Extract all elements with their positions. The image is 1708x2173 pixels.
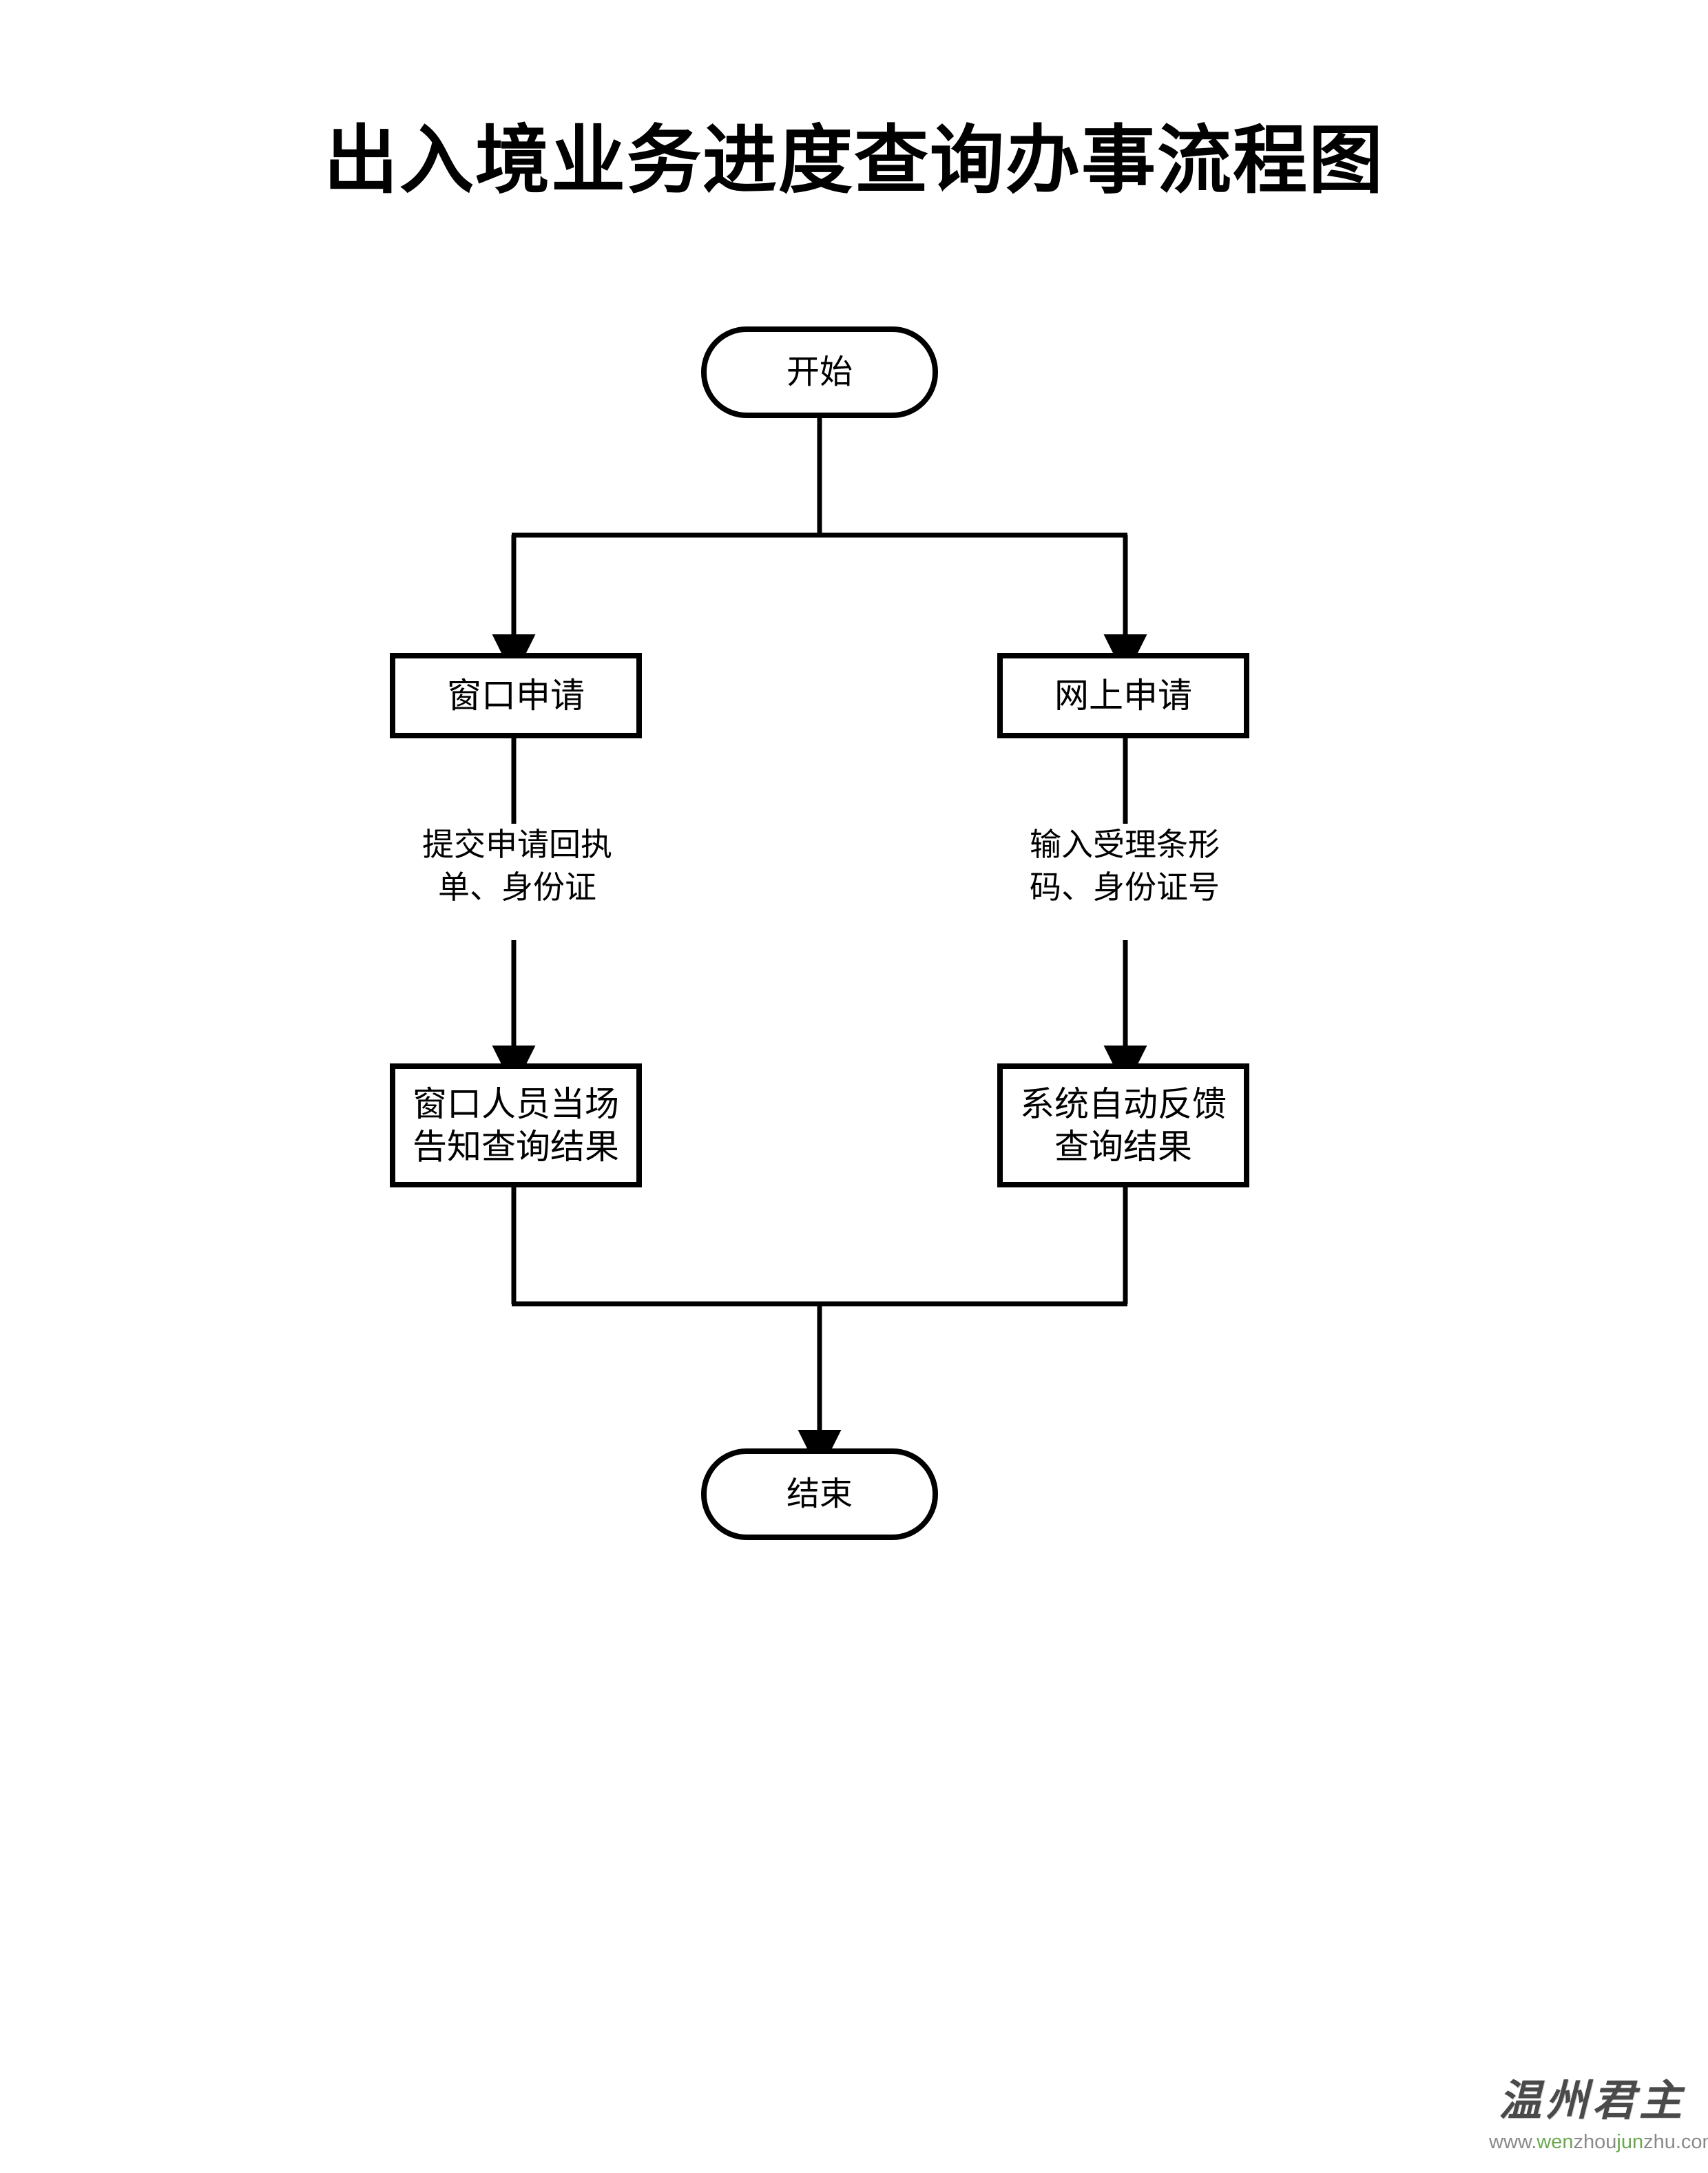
node-window-result: [390, 1063, 642, 1187]
watermark: 温州君主 www.wenzhoujunzhu.com: [1489, 2064, 1708, 2167]
watermark-brand: 温州君主: [1498, 2078, 1686, 2125]
watermark-url-part: jun: [1616, 2131, 1644, 2153]
edge-label-online-apply: 输入受理条形 码、身份证号: [1030, 827, 1220, 905]
node-online-result: [997, 1063, 1249, 1187]
node-start: [701, 326, 938, 418]
node-end: [701, 1448, 938, 1540]
node-online-result-label: 系统自动反馈 查询结果: [1020, 1085, 1227, 1166]
watermark-url-part: .com: [1675, 2131, 1708, 2153]
watermark-url-part: zhou: [1573, 2131, 1617, 2153]
node-online-apply-label: 网上申请: [1054, 676, 1192, 715]
node-online-apply: [997, 653, 1249, 738]
watermark-url-part: wen: [1537, 2131, 1574, 2153]
edge-label-window-apply: 提交申请回执 单、身份证: [422, 827, 612, 905]
node-window-apply-label: 窗口申请: [447, 676, 585, 715]
page-title: 出入境业务进度查询办事流程图: [323, 121, 1384, 202]
node-end-label: 结束: [786, 1475, 853, 1512]
node-start-label: 开始: [786, 353, 853, 391]
node-window-result-label: 窗口人员当场 告知查询结果: [413, 1085, 619, 1166]
watermark-url-part: zhu: [1643, 2131, 1676, 2153]
watermark-url: www.wenzhoujunzhu.com: [1489, 2130, 1708, 2154]
watermark-url-part: www.: [1489, 2131, 1537, 2153]
